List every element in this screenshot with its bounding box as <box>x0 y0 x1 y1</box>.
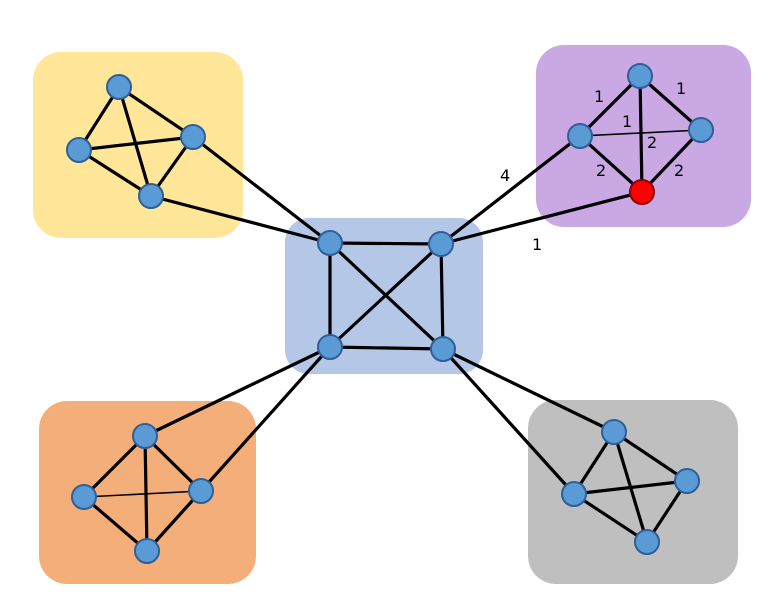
weight-purple-top-right: 1 <box>676 79 686 98</box>
edge-yellow-3 <box>117 85 153 198</box>
node-yellow-left <box>66 137 92 163</box>
node-center-bottom-left <box>317 334 343 360</box>
node-purple-left <box>567 123 593 149</box>
edge-yellow-center-2 <box>149 194 332 245</box>
edge-orange-4 <box>83 490 202 498</box>
node-orange-left <box>71 484 97 510</box>
weight-purple-vertical: 2 <box>647 133 657 152</box>
weight-purple-cross: 1 <box>622 112 632 131</box>
node-orange-top <box>132 423 158 449</box>
node-yellow-bottom <box>138 183 164 209</box>
node-orange-bottom <box>134 538 160 564</box>
node-center-top-left <box>317 230 343 256</box>
weight-purple-top-left: 1 <box>594 87 604 106</box>
weight-bridge-lower: 1 <box>532 235 542 254</box>
edge-purple-center-lower <box>439 190 644 246</box>
edge-orange-1 <box>82 434 147 499</box>
edge-center-diag-2 <box>328 242 443 349</box>
edge-gray-5 <box>572 492 649 544</box>
edge-center-right <box>439 242 445 351</box>
edge-gray-center-1 <box>441 347 616 434</box>
node-center-bottom-right <box>430 336 456 362</box>
edge-gray-4 <box>572 479 689 496</box>
edge-yellow-5 <box>77 148 153 198</box>
edge-orange-6 <box>145 489 203 553</box>
cluster-purple <box>536 45 751 227</box>
weight-purple-bottom-right: 2 <box>674 161 684 180</box>
edge-purple-bottom-right <box>640 128 703 194</box>
edge-purple-vertical <box>638 74 644 194</box>
node-yellow-top <box>106 74 132 100</box>
node-center-top-right <box>428 231 454 257</box>
edge-orange-center-2 <box>199 345 332 493</box>
edge-purple-top-right <box>638 74 703 132</box>
node-orange-right <box>188 478 214 504</box>
edge-orange-2 <box>143 434 203 493</box>
edge-purple-bottom-left <box>578 134 644 194</box>
edge-gray-2 <box>612 430 689 483</box>
edge-yellow-2 <box>117 85 195 139</box>
edge-purple-center-upper <box>439 134 582 246</box>
edge-center-top <box>328 241 443 246</box>
node-gray-bottom <box>634 529 660 555</box>
edge-orange-center-1 <box>143 345 332 438</box>
node-gray-top <box>601 419 627 445</box>
node-purple-highlighted <box>629 179 655 205</box>
node-yellow-right <box>180 124 206 150</box>
edge-gray-center-2 <box>441 347 576 496</box>
edge-purple-top-left <box>578 74 642 138</box>
edge-center-bottom <box>328 345 445 351</box>
node-purple-top <box>627 63 653 89</box>
weight-purple-bottom-left: 2 <box>596 161 606 180</box>
edge-yellow-4 <box>77 135 195 152</box>
weight-bridge-upper: 4 <box>500 166 510 185</box>
edge-purple-cross <box>579 129 702 137</box>
edge-yellow-center-1 <box>191 135 332 245</box>
node-purple-right <box>688 117 714 143</box>
edge-orange-5 <box>82 495 149 553</box>
node-gray-right <box>674 468 700 494</box>
node-gray-left <box>561 481 587 507</box>
cluster-yellow <box>33 52 243 238</box>
